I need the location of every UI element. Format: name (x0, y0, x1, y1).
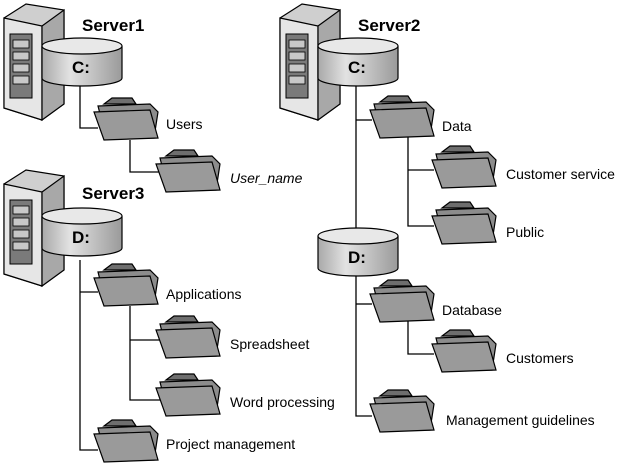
folder-user-name-icon (155, 149, 221, 193)
server3-title: Server3 (82, 184, 145, 203)
folder-data-icon (369, 95, 435, 139)
folder-applications-icon (93, 263, 159, 307)
folder-project-management-icon (93, 419, 159, 463)
folder-label-management-guidelines: Management guidelines (446, 412, 595, 428)
folder-database-icon (369, 279, 435, 323)
folder-label-customer-service: Customer service (506, 166, 615, 182)
folder-label-public: Public (506, 224, 545, 240)
folder-public-icon (431, 201, 497, 245)
folder-label-spreadsheet: Spreadsheet (230, 336, 310, 352)
folder-spreadsheet-icon (155, 315, 221, 359)
server2-title: Server2 (358, 16, 421, 35)
folder-label-users: Users (166, 116, 203, 132)
server1-drive-label: C: (72, 58, 90, 77)
folder-label-data: Data (442, 118, 472, 134)
server3-drive-label: D: (72, 228, 90, 247)
folder-customers-icon (431, 329, 497, 373)
folder-label-applications: Applications (166, 286, 242, 302)
folder-label-word-processing: Word processing (230, 394, 335, 410)
folder-users-icon (93, 97, 159, 141)
connector-lines (79, 80, 434, 451)
folder-word-processing-icon (155, 373, 221, 417)
server1-title: Server1 (82, 16, 145, 35)
folder-label-user-name: User_name (230, 170, 303, 186)
server2-drive-c-label: C: (348, 58, 366, 77)
folder-management-guidelines-icon (369, 389, 435, 433)
folder-label-project-management: Project management (166, 436, 296, 452)
folder-customer-service-icon (431, 145, 497, 189)
folder-label-customers: Customers (506, 350, 574, 366)
server2-drive-d-label: D: (348, 248, 366, 267)
folder-label-database: Database (442, 302, 502, 318)
